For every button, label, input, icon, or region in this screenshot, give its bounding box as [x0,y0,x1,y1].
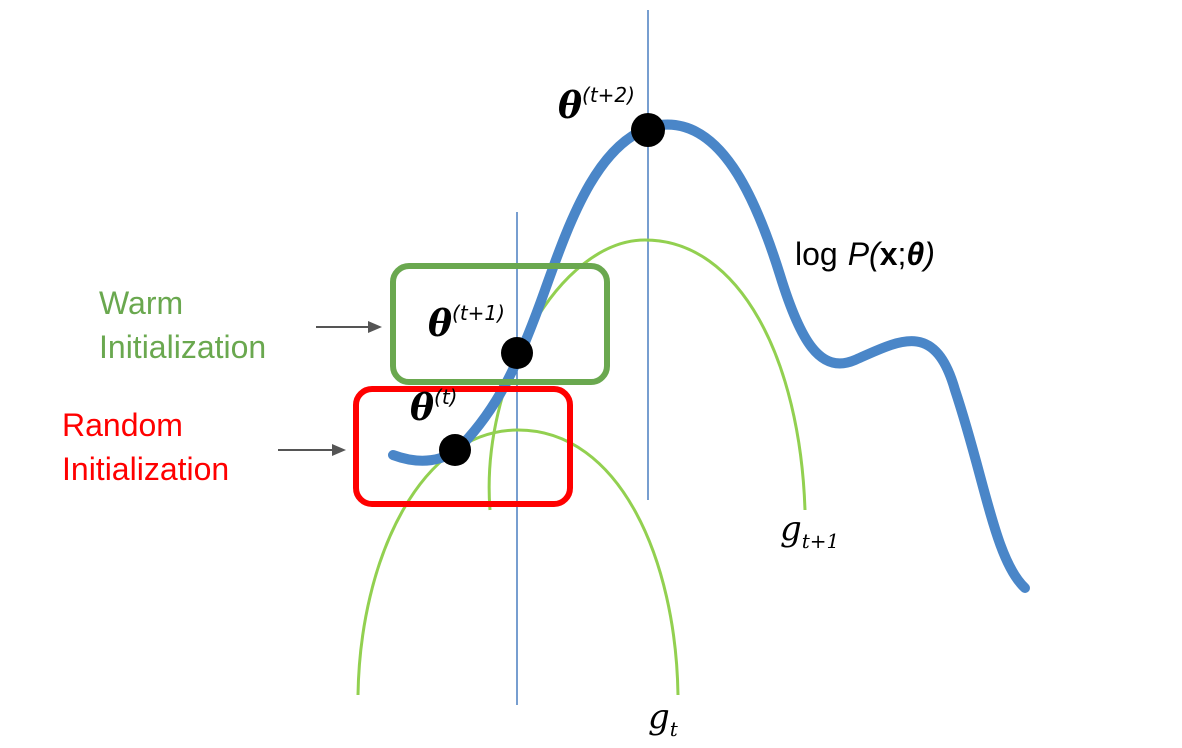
random-initialization-label-line2: Initialization [62,451,229,487]
point-theta-t [439,434,471,466]
theta-t-label: θ(t) [410,385,457,429]
theta-t1-label: θ(t+1) [428,301,505,345]
g-t-label: gt [648,697,679,741]
random-initialization-box [353,386,573,507]
warm-initialization-box [390,263,610,385]
random-initialization-label-line1: Random [62,407,183,443]
point-theta-t1 [501,337,533,369]
random-arrow-icon [278,444,346,456]
point-theta-t2 [631,113,665,147]
theta-t2-label: θ(t+2) [558,83,635,127]
g-t1-label: gt+1 [780,509,839,553]
surrogate-g-t1 [487,238,807,511]
warm-initialization-label-line2: Initialization [99,329,266,365]
warm-initialization-label-line1: Warm [99,285,183,321]
warm-arrow-icon [316,321,382,333]
surrogate-g-t [356,428,680,696]
log-likelihood-curve [388,119,1030,593]
